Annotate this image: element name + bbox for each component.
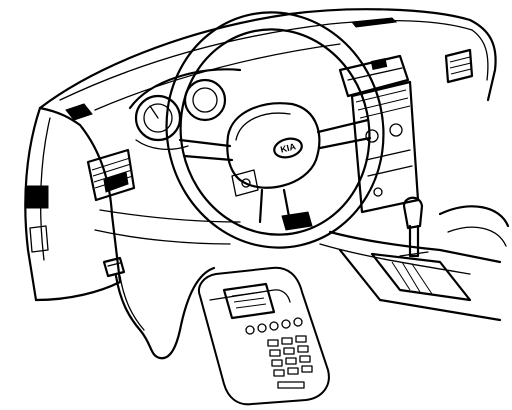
logo-text: KIA [279, 141, 297, 155]
left-side-vent [25, 185, 49, 253]
scan-tool-buttons [245, 317, 303, 335]
kia-logo: KIA [273, 137, 303, 159]
scan-tool-screen [222, 282, 276, 320]
diagnostic-cable [114, 266, 216, 360]
steering-wheel [165, 11, 385, 249]
scan-tool-keypad [267, 335, 313, 389]
seat-edge [438, 205, 510, 247]
scan-tool [198, 266, 330, 406]
center-stack [338, 48, 474, 214]
center-console [319, 230, 502, 322]
center-left-vent [86, 148, 136, 202]
diagnostic-connector [102, 256, 126, 278]
gear-shifter [399, 196, 429, 258]
dashboard [24, 8, 497, 302]
instrument-cluster [128, 68, 242, 151]
